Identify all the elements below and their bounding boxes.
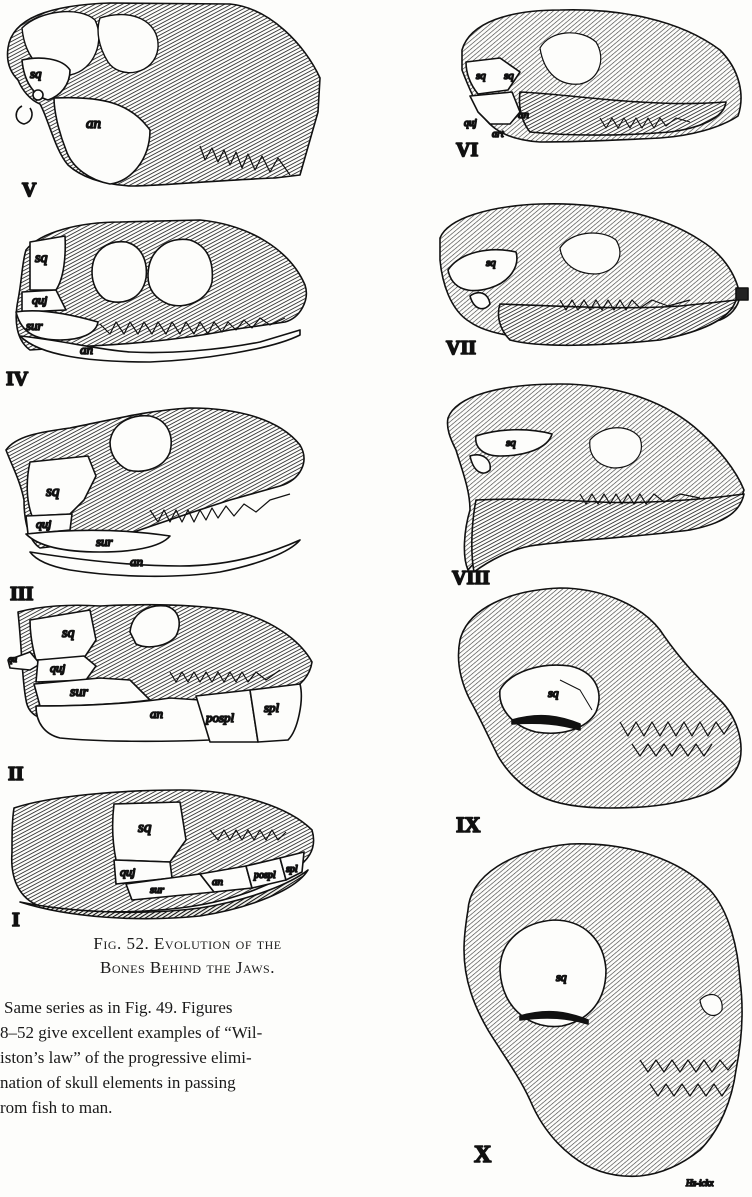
label-sq: sq [548,686,559,700]
figure-number: Fig. 52. [93,934,149,953]
description-line: nation of skull elements in passing [0,1070,386,1095]
description-line: rom fish to man. [0,1095,386,1120]
label-sq: sq [35,251,47,266]
label-sq: sq [138,820,152,836]
description-line: Same series as in Fig. 49. Figures [0,995,386,1020]
skull-x [464,844,742,1176]
label-pospl: pospl [205,710,235,725]
label-sq: sq [486,257,496,269]
figure-title-line-2: Bones Behind the Jaws. [0,956,375,980]
label-sur: sur [70,685,88,700]
label-sq: sq [556,970,567,984]
label-sq: sq [476,70,486,82]
artist-signature: Hz-ickx [685,1178,713,1188]
label-sq: sq [62,626,74,641]
label-an: an [80,342,93,357]
figure-caption: Fig. 52. Evolution of the Bones Behind t… [0,932,375,980]
numeral-viii: VIII [452,567,490,589]
caption-line-1: Fig. 52. Evolution of the [0,932,375,956]
label-qu: qu [8,654,18,664]
label-an: an [212,876,224,888]
label-sq: sq [506,437,516,449]
numeral-v: V [22,179,37,201]
label-quj: quj [120,865,136,879]
skull-vii [440,204,748,345]
skull-v [7,3,320,186]
description-line: iston’s law” of the progressive elimi- [0,1045,386,1070]
label-quj: quj [32,293,48,307]
label-art: art [492,129,504,140]
description-line: 8–52 give excellent examples of “Wil- [0,1020,386,1045]
label-sur: sur [96,534,114,549]
skull-iv [16,220,306,362]
label-pospl: pospl [253,870,276,881]
label-quj: quj [50,661,66,675]
label-sq: sq [46,484,60,500]
skull-i [12,790,314,919]
numeral-vi: VI [456,139,478,161]
numeral-vii: VII [446,337,476,359]
label-sq: sq [30,66,42,81]
numeral-ii: II [8,763,24,785]
numeral-ix: IX [456,812,481,837]
numeral-iii: III [10,583,34,605]
label-quj: quj [36,517,52,531]
numeral-x: X [474,1142,492,1168]
label-sur: sur [26,318,44,333]
skull-viii [447,384,744,572]
label-sq: sq [504,70,514,82]
label-an: an [86,116,101,132]
label-spl: spl [286,864,298,875]
label-an: an [150,706,163,721]
label-sur: sur [150,884,165,896]
label-an: an [130,554,143,569]
figure-title-line-1: Evolution of the [154,934,282,953]
label-spl: spl [264,700,280,715]
numeral-iv: IV [6,368,29,390]
figure-description: Same series as in Fig. 49. Figures 8–52 … [0,995,386,1120]
skull-ix [458,588,741,808]
numeral-i: I [12,909,20,931]
label-quj: quj [464,118,477,129]
label-an: an [518,109,530,121]
